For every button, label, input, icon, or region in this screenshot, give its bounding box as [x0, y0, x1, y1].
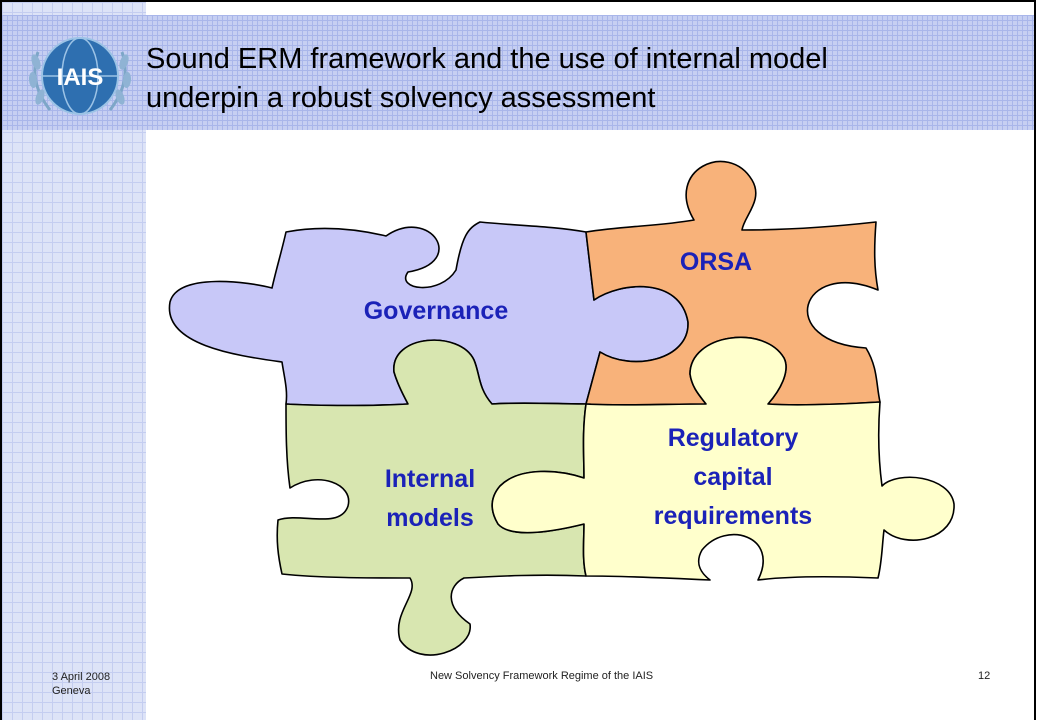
regulatory-label-line1: Regulatory — [668, 424, 799, 452]
title-line-1: Sound ERM framework and the use of inter… — [146, 43, 828, 75]
footer-place: Geneva — [52, 685, 91, 697]
footer-center-text: New Solvency Framework Regime of the IAI… — [430, 670, 654, 682]
slide-title: Sound ERM framework and the use of inter… — [146, 40, 966, 118]
internal-models-label-line1: Internal — [385, 465, 475, 493]
orsa-label: ORSA — [680, 248, 752, 276]
footer-date: 3 April 2008 — [52, 671, 111, 683]
regulatory-label-line2: capital — [693, 463, 772, 491]
page-number: 12 — [978, 670, 991, 682]
iais-logo: IAIS — [28, 37, 132, 115]
regulatory-piece — [491, 336, 955, 581]
internal-models-label-line2: models — [386, 504, 474, 532]
footer-date-place: 3 April 2008 Geneva — [52, 670, 110, 698]
title-bar — [2, 15, 1034, 130]
governance-label: Governance — [364, 297, 509, 325]
regulatory-label-line3: requirements — [654, 502, 812, 530]
logo-text: IAIS — [57, 64, 104, 91]
title-line-2: underpin a robust solvency assessment — [146, 82, 656, 114]
